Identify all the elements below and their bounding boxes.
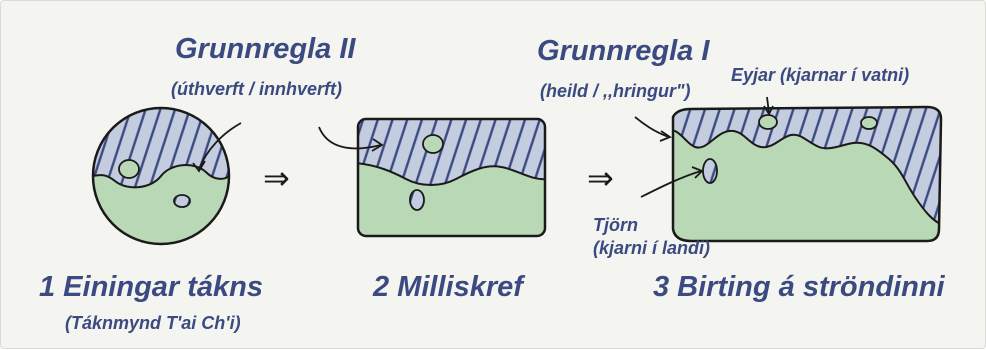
principle-two-label: Grunnregla II [175, 33, 355, 66]
pond-sublabel: (kjarni í landi) [593, 238, 710, 259]
taichi-symbol [91, 106, 231, 246]
taichi-water-dot [174, 195, 190, 207]
intermediate-figure [356, 116, 548, 241]
flow-arrow-two: ⇒ [587, 159, 614, 197]
intermediate-island [423, 135, 443, 153]
coast-island-two [861, 117, 877, 129]
islands-label: Eyjar (kjarnar í vatni) [731, 65, 909, 86]
principle-two-sublabel: (úthverft / innhverft) [171, 79, 342, 100]
step-one-title: 1 Einingar tákns [39, 271, 263, 304]
principle-one-sublabel: (heild / ,,hringur") [540, 81, 691, 102]
step-two-title: 2 Milliskref [373, 271, 523, 304]
step-one-subtitle: (Táknmynd T'ai Ch'i) [65, 313, 241, 334]
coast-figure [666, 101, 946, 246]
taichi-land-dot [119, 160, 139, 178]
pond-label: Tjörn [593, 215, 638, 236]
intermediate-pond [410, 190, 424, 210]
taichi-water-half [93, 108, 229, 187]
coast-island-one [759, 115, 777, 129]
step-three-title: 3 Birting á ströndinni [653, 271, 945, 304]
principle-one-label: Grunnregla I [537, 35, 709, 68]
flow-arrow-one: ⇒ [263, 159, 290, 197]
coast-pond [703, 159, 717, 183]
